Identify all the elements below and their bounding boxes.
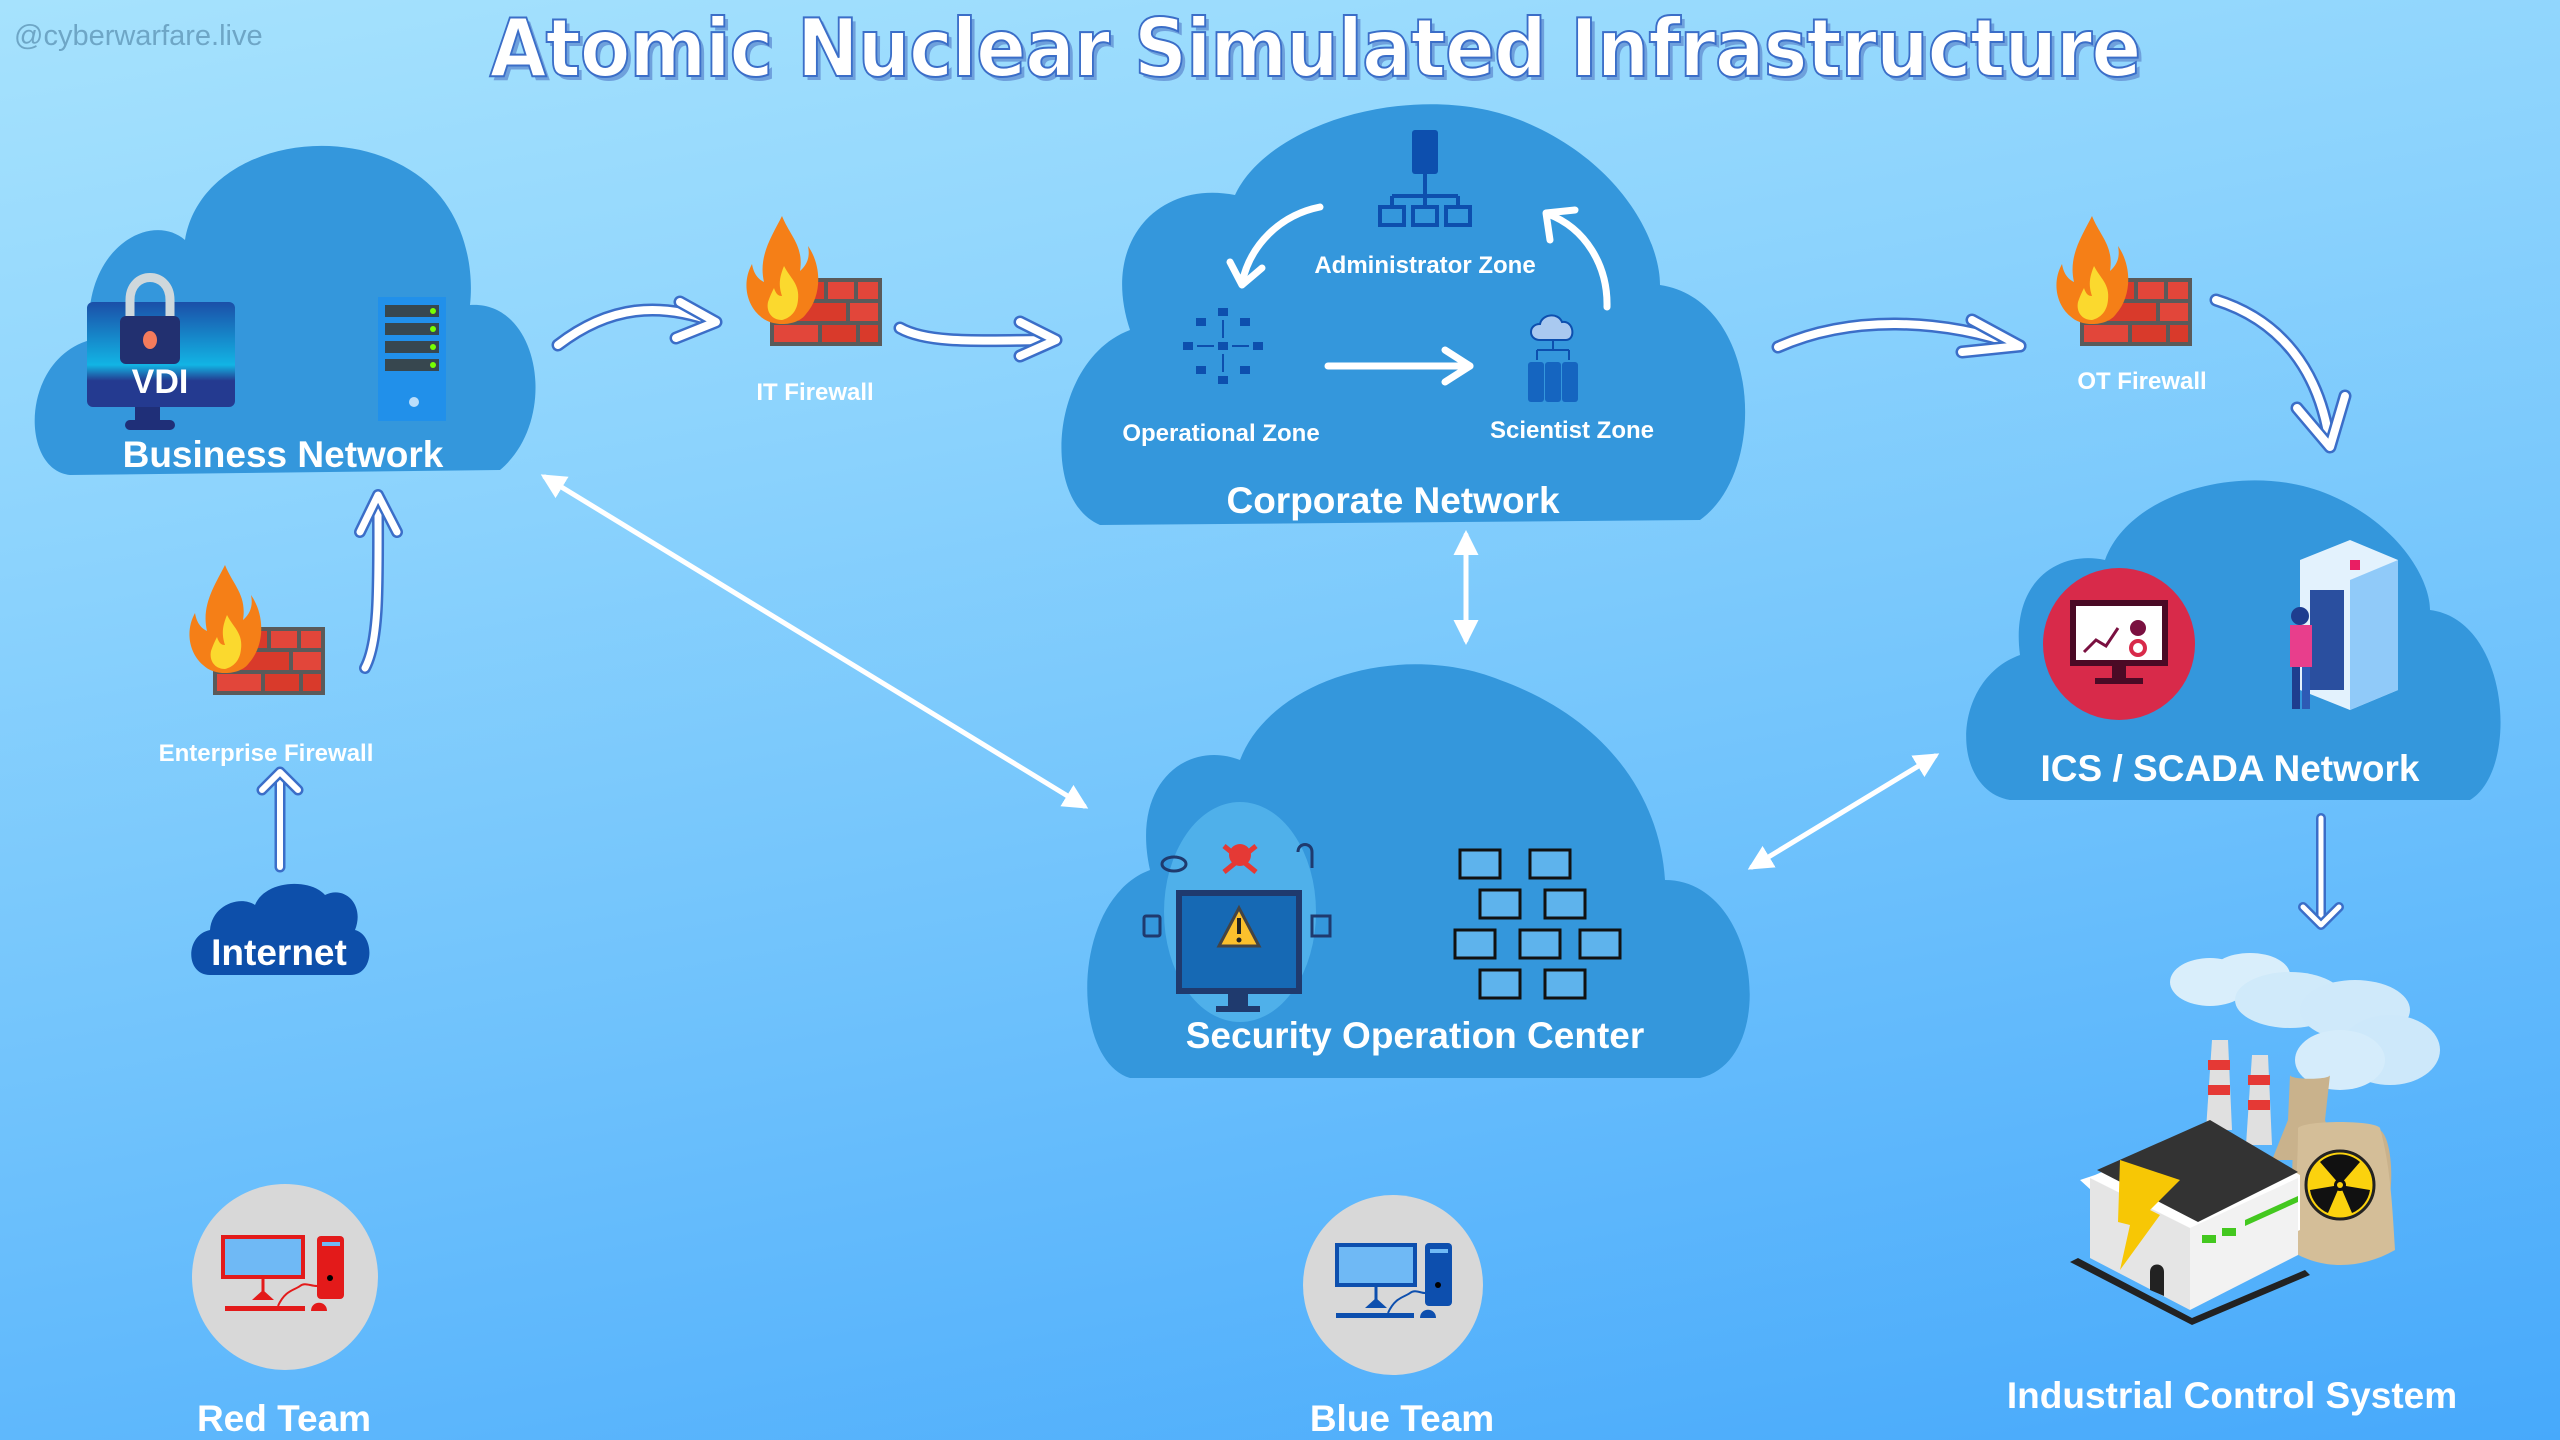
internet-label: Internet [211,932,347,973]
arrow-business-to-it-firewall [551,295,723,352]
business-network-label: Business Network [122,434,444,475]
arrow-admin-to-operational [1226,203,1324,289]
ot-firewall-icon[interactable] [2056,216,2192,346]
server-rack-technician-icon [2290,540,2398,710]
corporate-network-cloud[interactable] [1061,104,1746,525]
operational-zone-label: Operational Zone [1122,420,1320,447]
soc-monitor-screen [1458,848,1502,880]
soc-label: Security Operation Center [1185,1015,1645,1056]
scientist-zone-icon [1528,314,1578,402]
soc-monitor-screen [1543,968,1587,1000]
arrow-it-firewall-to-corporate [893,315,1063,363]
administrator-zone-icon [1378,130,1472,227]
watermark: @cyberwarfare.live [14,20,263,52]
soc-monitor-screen [1478,968,1522,1000]
it-firewall-icon[interactable] [746,216,882,346]
arrow-operational-to-scientist [1324,346,1474,386]
arrow-internet-to-enterprise-firewall [256,766,304,873]
arrow-scientist-to-admin [1542,206,1611,311]
enterprise-firewall-icon[interactable] [189,565,325,695]
soc-monitor-screen [1543,888,1587,920]
vdi-lock-monitor-icon [87,273,235,430]
link-ics-scada-soc [1747,753,1940,870]
page-title: Atomic Nuclear Simulated Infrastructure [489,1,2143,96]
soc-threat-monitor-icon [1142,802,1332,1022]
server-icon [378,297,446,421]
scientist-zone-label: Scientist Zone [1489,417,1655,444]
operational-zone-icon [1183,308,1263,384]
soc-monitor-screen [1528,848,1572,880]
ics-scada-network-label: ICS / SCADA Network [2040,748,2420,789]
arrow-enterprise-firewall-to-business [354,489,403,674]
link-business-soc [540,474,1089,809]
scada-monitor-icon [2043,568,2195,720]
red-team-label: Red Team [196,1398,372,1439]
soc-monitor-screen [1578,928,1622,960]
it-firewall-label: IT Firewall [756,379,874,406]
arrow-ot-firewall-to-ics-scada [2209,293,2352,454]
soc-monitor-screen [1453,928,1497,960]
ot-firewall-label: OT Firewall [2077,368,2207,395]
corporate-network-label: Corporate Network [1226,480,1560,521]
arrow-corporate-to-ot-firewall [1771,313,2027,359]
arrow-ics-scada-to-ics [2298,813,2344,930]
internet-cloud[interactable] [191,883,370,975]
administrator-zone-label: Administrator Zone [1314,252,1536,279]
ics-label: Industrial Control System [2006,1375,2458,1416]
enterprise-firewall-label: Enterprise Firewall [158,740,374,767]
soc-monitor-screen [1478,888,1522,920]
soc-monitor-wall-icon [1453,848,1622,1000]
blue-team-label: Blue Team [1309,1398,1495,1439]
nuclear-plant-icon[interactable] [2070,953,2440,1325]
red-team-icon[interactable] [192,1184,378,1370]
soc-monitor-screen [1518,928,1562,960]
blue-team-icon[interactable] [1303,1195,1483,1375]
vdi-label: VDI [132,363,189,401]
